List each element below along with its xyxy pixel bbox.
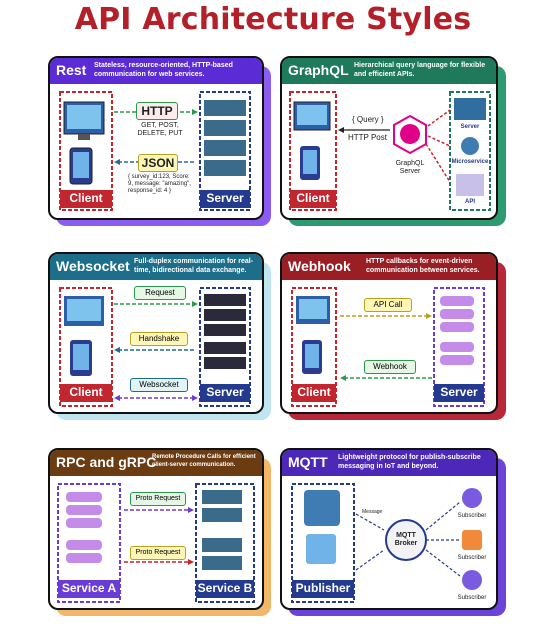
graphql-diagram xyxy=(289,91,491,211)
rest-header: Rest Stateless, resource-oriented, HTTP-… xyxy=(50,58,262,84)
webhook-title: Webhook xyxy=(288,258,351,274)
mqtt-subscriber-3: Subscriber xyxy=(457,595,487,601)
rpc-description: Remote Procedure Calls for efficient cli… xyxy=(152,454,256,468)
graphql-target-api: API xyxy=(464,199,475,205)
graphql-title: GraphQL xyxy=(288,62,349,78)
ws-handshake-label: Handshake xyxy=(130,332,188,346)
mqtt-diagram xyxy=(291,483,482,603)
rpc-header: RPC and gRPC Remote Procedure Calls for … xyxy=(50,450,262,476)
rest-title: Rest xyxy=(56,62,87,78)
graphql-http-post: HTTP Post xyxy=(348,133,387,142)
webhook-card: Webhook HTTP callbacks for event-driven … xyxy=(280,252,498,414)
mqtt-message-label: Message xyxy=(362,509,383,515)
rpc-proto-request-2: Proto Request xyxy=(130,546,186,560)
rest-server-label: Server xyxy=(206,191,244,205)
websocket-description: Full-duplex communication for real-time,… xyxy=(134,258,254,274)
webhook-header: Webhook HTTP callbacks for event-driven … xyxy=(282,254,496,280)
rest-client-label: Client xyxy=(69,191,103,205)
rpc-proto-request-1: Proto Request xyxy=(130,492,186,506)
webhook-client-label: Client xyxy=(297,385,331,399)
graphql-description: Hierarchical query language for flexible… xyxy=(354,62,486,78)
ws-client-label: Client xyxy=(69,385,103,399)
websocket-diagram xyxy=(59,287,251,407)
rpc-service-a-label: Service A xyxy=(61,581,117,595)
http-label: HTTP xyxy=(136,102,178,120)
mqtt-header: MQTT Lightweight protocol for publish-su… xyxy=(282,450,496,476)
mqtt-card: MQTT Lightweight protocol for publish-su… xyxy=(280,448,498,610)
websocket-card: Websocket Full-duplex communication for … xyxy=(48,252,264,414)
websocket-header: Websocket Full-duplex communication for … xyxy=(50,254,262,280)
webhook-webhook-label: Webhook xyxy=(364,360,416,374)
graphql-card: GraphQL Hierarchical query language for … xyxy=(280,56,498,220)
rpc-diagram xyxy=(57,483,255,603)
rest-card: Rest Stateless, resource-oriented, HTTP-… xyxy=(48,56,264,220)
mqtt-publisher-label: Publisher xyxy=(295,581,351,595)
webhook-description: HTTP callbacks for event-driven communic… xyxy=(366,258,480,274)
websocket-title: Websocket xyxy=(56,258,130,274)
graphql-query: { Query } xyxy=(352,115,384,124)
graphql-header: GraphQL Hierarchical query language for … xyxy=(282,58,496,84)
graphql-server-label: GraphQL Server xyxy=(395,160,425,175)
mqtt-title: MQTT xyxy=(288,454,328,470)
webhook-diagram xyxy=(291,287,485,407)
mqtt-subscriber-2: Subscriber xyxy=(457,555,487,561)
webhook-server-label: Server xyxy=(440,385,478,399)
graphql-client-label: Client xyxy=(296,191,330,205)
mqtt-broker-label: MQTT Broker xyxy=(394,532,418,547)
ws-server-label: Server xyxy=(206,385,244,399)
ws-websocket-label: Websocket xyxy=(130,378,188,392)
rpc-service-b-label: Service B xyxy=(197,581,253,595)
mqtt-subscriber-1: Subscriber xyxy=(457,513,487,519)
graphql-target-microservice: Microservice xyxy=(451,159,489,165)
ws-request-label: Request xyxy=(134,286,186,300)
http-methods: GET, POST, DELETE, PUT xyxy=(137,122,183,137)
rest-description: Stateless, resource-oriented, HTTP-based… xyxy=(94,62,233,78)
graphql-target-server: Server xyxy=(460,124,480,130)
mqtt-description: Lightweight protocol for publish-subscri… xyxy=(338,454,481,470)
rpc-title: RPC and gRPC xyxy=(56,454,157,470)
rest-diagram xyxy=(59,91,251,211)
webhook-api-call-label: API Call xyxy=(364,298,412,312)
json-label: JSON xyxy=(138,154,178,172)
json-body: { survey_id:123, Score: 9, message: "ama… xyxy=(128,174,191,194)
page-title: API Architecture Styles xyxy=(74,2,472,37)
rpc-card: RPC and gRPC Remote Procedure Calls for … xyxy=(48,448,264,610)
